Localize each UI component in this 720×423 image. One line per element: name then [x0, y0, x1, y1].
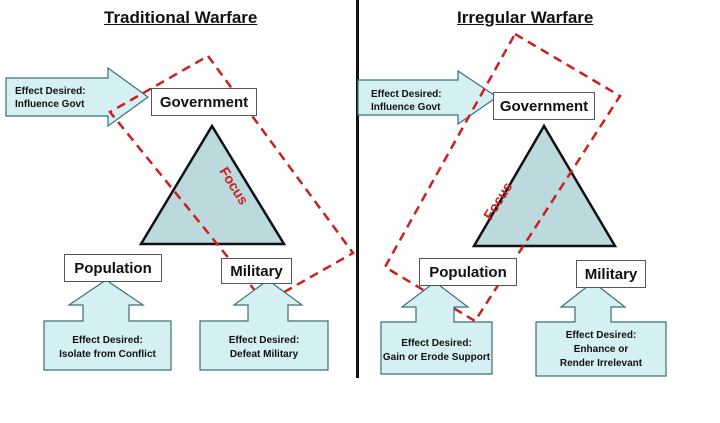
right-population-effect-line2: Gain or Erode Support — [382, 352, 491, 363]
right-focus-rectangle — [383, 32, 622, 323]
left-top-effect-line1: Effect Desired: — [15, 86, 86, 97]
left-population-effect-line2: Isolate from Conflict — [59, 349, 156, 360]
left-population-effect-line1: Effect Desired: — [72, 335, 143, 346]
right-population-effect-line1: Effect Desired: — [401, 338, 472, 349]
right-top-effect-line2: Influence Govt — [371, 102, 441, 113]
right-top-effect-arrow — [357, 69, 499, 126]
left-triangle — [138, 123, 287, 246]
traditional-warfare-title: Traditional Warfare — [104, 8, 258, 27]
left-government-box: Government — [151, 88, 257, 116]
right-government-box: Government — [493, 92, 595, 120]
left-military-box: Military — [221, 258, 292, 284]
left-population-effect-arrow — [43, 279, 172, 371]
left-top-effect-line2: Influence Govt — [15, 99, 85, 110]
right-population-effect-arrow — [380, 281, 493, 375]
left-military-effect-line2: Defeat Military — [229, 349, 299, 360]
right-population-box: Population — [419, 258, 517, 286]
left-military-effect-arrow — [199, 279, 329, 371]
right-military-effect-line2: Enhance or — [573, 344, 629, 355]
left-population-box: Population — [64, 254, 162, 282]
left-top-effect-arrow — [5, 66, 150, 128]
right-triangle — [471, 123, 618, 248]
right-military-effect-line1: Effect Desired: — [565, 330, 637, 341]
right-military-box: Military — [576, 260, 646, 288]
right-military-effect-line3: Render Irrelevant — [559, 358, 643, 369]
panel-divider — [356, 0, 359, 378]
left-military-effect-line1: Effect Desired: — [228, 335, 300, 346]
irregular-warfare-title: Irregular Warfare — [457, 8, 594, 27]
right-top-effect-line1: Effect Desired: — [371, 89, 442, 100]
